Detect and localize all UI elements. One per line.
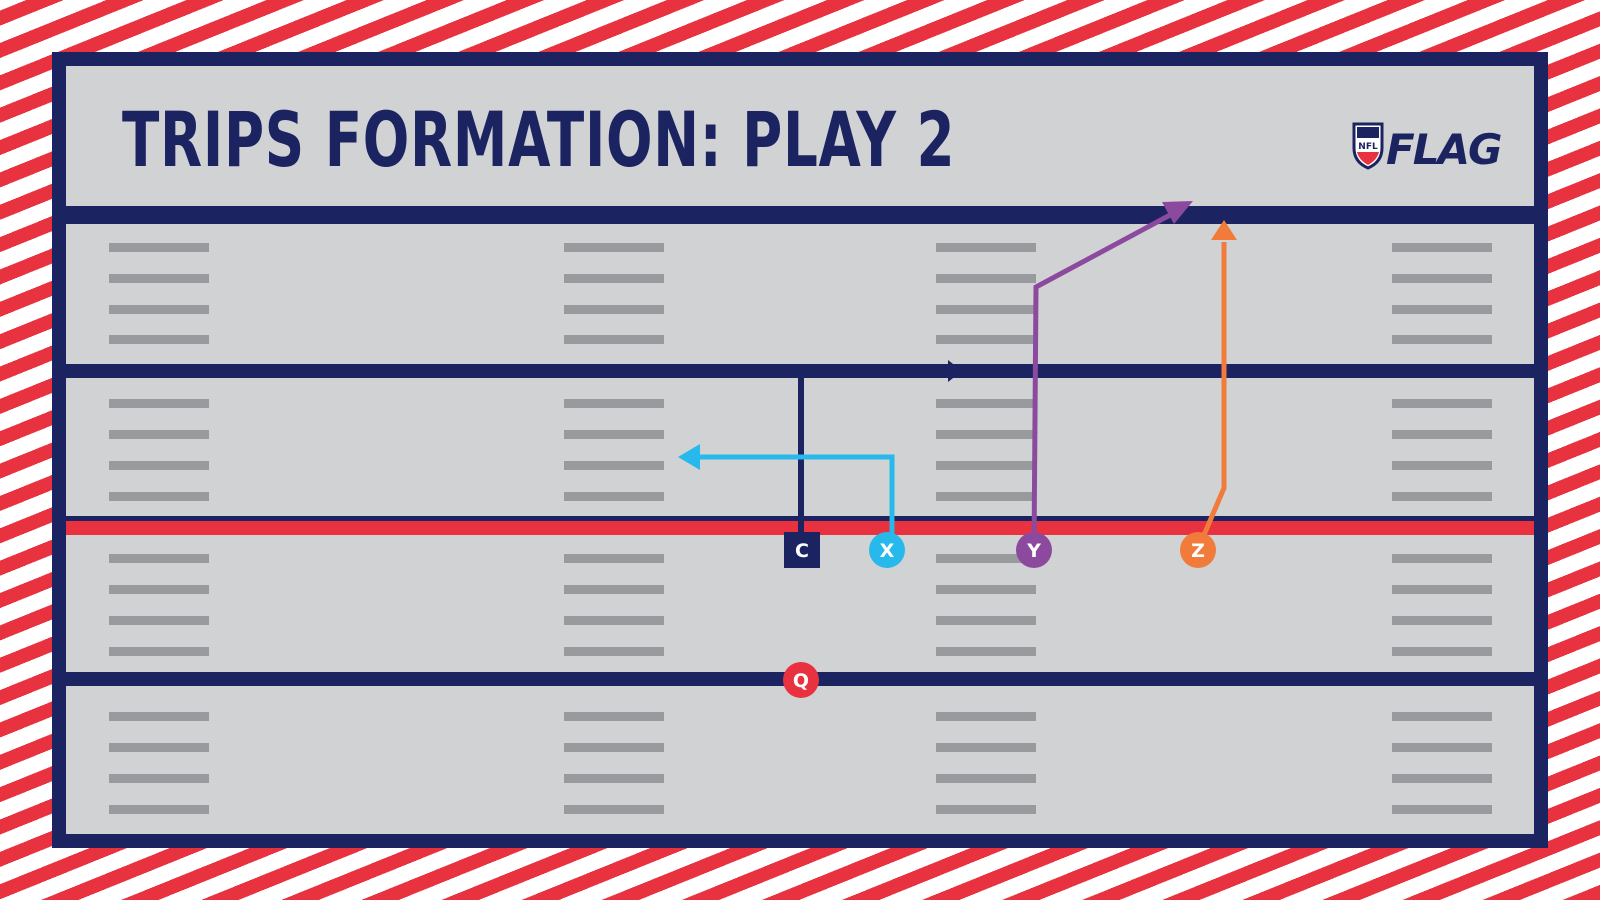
nfl-flag-logo: NFL FLAG: [1352, 122, 1503, 174]
player-z-label: Z: [1191, 540, 1205, 562]
player-q: Q: [783, 662, 819, 698]
player-y-label: Y: [1026, 540, 1041, 562]
route-y-arrowhead: [1162, 201, 1193, 224]
player-x: X: [869, 532, 905, 568]
route-z-arrowhead: [1211, 220, 1237, 240]
route-z: [1195, 220, 1237, 550]
field-section-4: [66, 686, 1534, 834]
route-c-arrowhead: [948, 360, 962, 382]
player-c-label: C: [795, 540, 809, 562]
header-panel: TRIPS FORMATION: PLAY 2 NFL FLAG: [66, 66, 1534, 206]
field-section-1: [66, 224, 1534, 364]
page-title: TRIPS FORMATION: PLAY 2: [122, 95, 956, 184]
nfl-shield-text: NFL: [1358, 142, 1378, 152]
route-x-arrowhead: [678, 444, 700, 470]
route-x: [678, 444, 895, 549]
player-z: Z: [1180, 532, 1216, 568]
player-c: C: [784, 532, 820, 568]
player-q-label: Q: [793, 670, 809, 692]
route-c: [798, 360, 962, 549]
route-y: [1031, 201, 1193, 550]
flag-wordmark: FLAG: [1386, 125, 1501, 174]
player-x-label: X: [880, 540, 895, 562]
hash-marks: [109, 243, 1492, 814]
nfl-shield-icon: NFL: [1352, 122, 1384, 170]
player-y: Y: [1016, 532, 1052, 568]
